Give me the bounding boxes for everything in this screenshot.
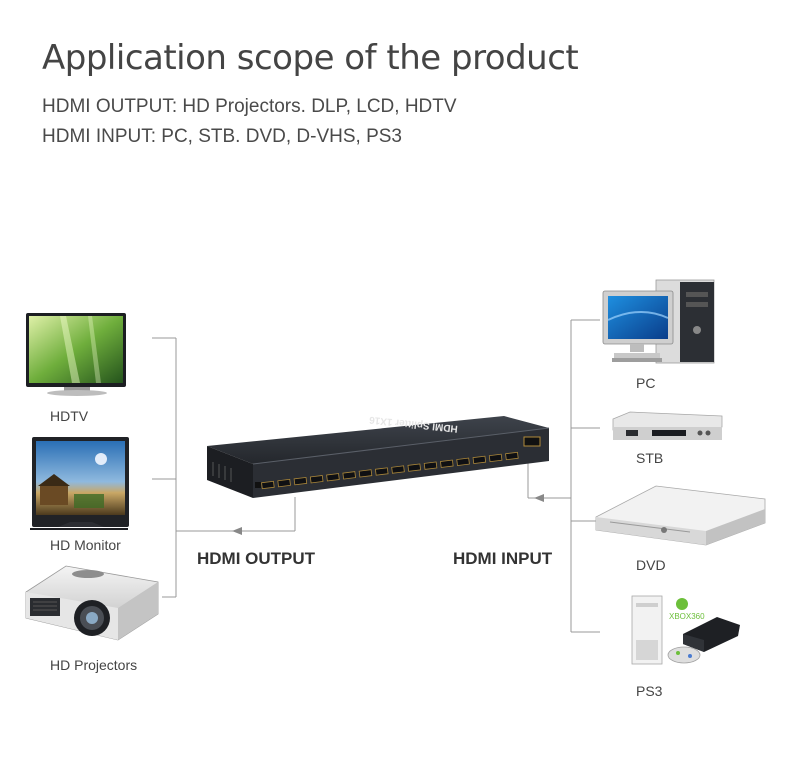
- hdmi-output-port: [293, 476, 308, 486]
- hdmi-output-port: [423, 461, 438, 470]
- projector-icon: [25, 565, 159, 641]
- pc-label: PC: [636, 375, 656, 391]
- hd-projectors-label: HD Projectors: [50, 657, 138, 673]
- hdmi-output-port: [407, 463, 422, 472]
- hdmi-output-port: [358, 469, 373, 478]
- hdmi-output-port: [505, 451, 519, 461]
- hdmi-output-label: HDMI OUTPUT: [197, 549, 316, 568]
- ps3-icon: XBOX360: [631, 595, 740, 665]
- input-bracket: [527, 319, 600, 633]
- hdmi-output-port: [391, 465, 405, 474]
- output-description: HDMI OUTPUT: HD Projectors. DLP, LCD, HD…: [42, 96, 457, 117]
- hdmi-input-label: HDMI INPUT: [453, 549, 553, 568]
- ps3-label: PS3: [636, 683, 663, 699]
- hdmi-output-port: [326, 473, 340, 482]
- hdmi-splitter-device: HDMI Splitter 1X16: [207, 414, 550, 498]
- hdmi-output-port: [472, 455, 487, 465]
- hdmi-output-port: [309, 475, 324, 484]
- hdmi-output-port: [277, 478, 291, 488]
- page-title: Application scope of the product: [42, 38, 579, 78]
- hdmi-output-port: [374, 467, 389, 476]
- hd-monitor-label: HD Monitor: [50, 537, 121, 553]
- output-arrow: [232, 527, 242, 535]
- dvd-label: DVD: [636, 557, 666, 573]
- hdmi-output-port: [440, 459, 454, 468]
- stb-label: STB: [636, 450, 664, 466]
- hdtv-icon: [26, 313, 126, 396]
- input-arrow: [534, 494, 544, 502]
- input-description: HDMI INPUT: PC, STB. DVD, D-VHS, PS3: [42, 126, 402, 147]
- hdmi-output-port: [488, 453, 503, 463]
- monitor-icon: [30, 437, 129, 530]
- hdmi-output-port: [342, 471, 356, 480]
- dvd-icon: [595, 485, 766, 546]
- hdmi-output-port: [456, 457, 470, 466]
- pc-icon: [602, 279, 715, 364]
- hdmi-output-port: [261, 480, 275, 490]
- hdmi-port-row: [261, 451, 519, 490]
- hdtv-label: HDTV: [50, 408, 89, 424]
- stb-icon: [612, 411, 723, 440]
- xbox-badge: XBOX360: [669, 612, 705, 621]
